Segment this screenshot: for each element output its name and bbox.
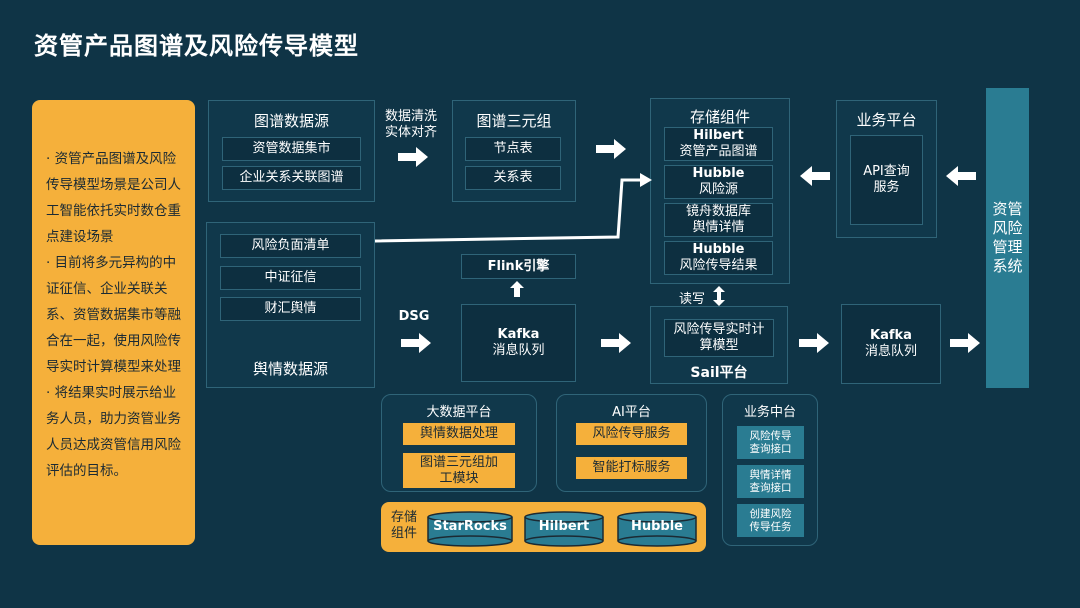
storage-bar-item: StarRocks xyxy=(433,519,507,534)
storage-item-desc: 资管产品图谱 xyxy=(679,144,758,159)
clean-label-line: 数据清洗 xyxy=(384,109,437,124)
api-query-service: API查询服务 xyxy=(850,135,923,225)
risk-management-system-label: 资管风险管理系统 xyxy=(992,200,1023,275)
ai-item: 智能打标服务 xyxy=(576,457,687,479)
biz-mid-item: 创建风险传导任务 xyxy=(737,504,804,537)
sail-platform-title: Sail平台 xyxy=(690,365,748,381)
right-arrow-icon xyxy=(398,147,428,167)
dsg-label: DSG xyxy=(398,309,430,324)
storage-item: Hubble 风险传导结果 xyxy=(664,241,773,275)
read-write-label: 读写 xyxy=(678,292,705,307)
sentiment-source-item: 风险负面清单 xyxy=(220,234,361,258)
page-title: 资管产品图谱及风险传导模型 xyxy=(34,32,359,60)
bigdata-platform-title: 大数据平台 xyxy=(426,405,492,420)
sentiment-data-source-box: 风险负面清单 中证征信 财汇舆情 舆情数据源 xyxy=(206,222,375,388)
right-arrow-icon xyxy=(950,333,980,353)
bigdata-platform-box: 大数据平台 舆情数据处理 图谱三元组加工模块 xyxy=(381,394,537,492)
left-arrow-icon xyxy=(946,166,976,186)
storage-item: Hilbert 资管产品图谱 xyxy=(664,127,773,161)
sentiment-to-storage-connector xyxy=(374,173,652,243)
database-cylinder-icon xyxy=(617,511,697,547)
kafka-name: Kafka xyxy=(870,328,912,343)
storage-bar-item: Hubble xyxy=(630,519,684,534)
triple-item: 关系表 xyxy=(465,166,561,190)
kafka-name: Kafka xyxy=(497,327,540,342)
graph-data-source-box: 图谱数据源 资管数据集市 企业关系关联图谱 xyxy=(208,100,375,202)
left-arrow-icon xyxy=(800,166,830,186)
storage-bar: 存储组件 StarRocks Hilbert Hubble xyxy=(381,502,706,552)
flink-engine: Flink引擎 xyxy=(461,254,576,279)
description-point-2: · 目前将多元异构的中证征信、企业关联关系、资管数据集市等融合在一起，使用风险传… xyxy=(46,255,181,375)
sail-platform-box: 风险传导实时计算模型 Sail平台 xyxy=(650,306,788,384)
clean-align-label: 数据清洗 实体对齐 xyxy=(380,109,442,141)
kafka-desc: 消息队列 xyxy=(492,343,545,358)
risk-realtime-model: 风险传导实时计算模型 xyxy=(664,319,774,357)
ai-platform-box: AI平台 风险传导服务 智能打标服务 xyxy=(556,394,707,492)
graph-triple-title: 图谱三元组 xyxy=(476,112,552,130)
triple-item: 节点表 xyxy=(465,137,561,161)
storage-item-desc: 风险源 xyxy=(698,182,738,197)
right-arrow-icon xyxy=(601,333,631,353)
storage-item: 镜舟数据库 舆情详情 xyxy=(664,203,773,237)
business-middle-platform-box: 业务中台 风险传导查询接口 舆情详情查询接口 创建风险传导任务 xyxy=(722,394,818,546)
storage-bar-item: Hilbert xyxy=(538,519,590,534)
align-label-line: 实体对齐 xyxy=(384,125,437,140)
sentiment-source-item: 财汇舆情 xyxy=(220,297,361,321)
business-platform-title: 业务平台 xyxy=(856,111,917,129)
storage-item-desc: 风险传导结果 xyxy=(679,258,758,273)
kafka-queue-box: Kafka 消息队列 xyxy=(461,304,576,382)
storage-title: 存储组件 xyxy=(689,108,750,126)
ai-item: 风险传导服务 xyxy=(576,423,687,445)
up-arrow-icon xyxy=(510,281,524,297)
biz-mid-item: 舆情详情查询接口 xyxy=(737,465,804,498)
description-panel: · 资管产品图谱及风险传导模型场景是公司人工智能依托实时数仓重点建设场景 · 目… xyxy=(32,100,195,545)
storage-item-name: 镜舟数据库 xyxy=(685,204,751,219)
kafka-queue-box: Kafka 消息队列 xyxy=(841,304,941,384)
graph-triple-box: 图谱三元组 节点表 关系表 xyxy=(452,100,576,202)
database-cylinder-icon xyxy=(427,511,513,547)
graph-source-item: 资管数据集市 xyxy=(222,137,361,161)
graph-source-item: 企业关系关联图谱 xyxy=(222,166,361,190)
biz-mid-item: 风险传导查询接口 xyxy=(737,426,804,459)
storage-item: Hubble 风险源 xyxy=(664,165,773,199)
business-middle-title: 业务中台 xyxy=(743,405,796,420)
database-cylinder-icon xyxy=(524,511,604,547)
storage-components-box: 存储组件 Hilbert 资管产品图谱 Hubble 风险源 镜舟数据库 舆情详… xyxy=(650,98,790,284)
up-down-arrow-icon xyxy=(713,286,725,306)
risk-management-system: 资管风险管理系统 xyxy=(986,88,1029,388)
storage-item-name: Hubble xyxy=(692,242,745,257)
kafka-desc: 消息队列 xyxy=(864,344,917,359)
bigdata-item: 舆情数据处理 xyxy=(403,423,515,445)
storage-item-desc: 舆情详情 xyxy=(692,220,745,235)
sentiment-data-source-title: 舆情数据源 xyxy=(252,360,328,378)
graph-data-source-title: 图谱数据源 xyxy=(253,112,329,130)
storage-item-name: Hubble xyxy=(692,166,745,181)
storage-item-name: Hilbert xyxy=(693,128,744,143)
business-platform-box: 业务平台 API查询服务 xyxy=(836,100,937,238)
description-point-1: · 资管产品图谱及风险传导模型场景是公司人工智能依托实时数仓重点建设场景 xyxy=(46,151,181,245)
right-arrow-icon xyxy=(401,333,431,353)
ai-platform-title: AI平台 xyxy=(612,405,651,420)
description-point-3: · 将结果实时展示给业务人员，助力资管业务人员达成资管信用风险评估的目标。 xyxy=(46,385,181,479)
sentiment-source-item: 中证征信 xyxy=(220,266,361,290)
bigdata-item: 图谱三元组加工模块 xyxy=(403,453,515,488)
right-arrow-icon xyxy=(596,139,626,159)
storage-bar-label: 存储组件 xyxy=(390,510,417,541)
right-arrow-icon xyxy=(799,333,829,353)
